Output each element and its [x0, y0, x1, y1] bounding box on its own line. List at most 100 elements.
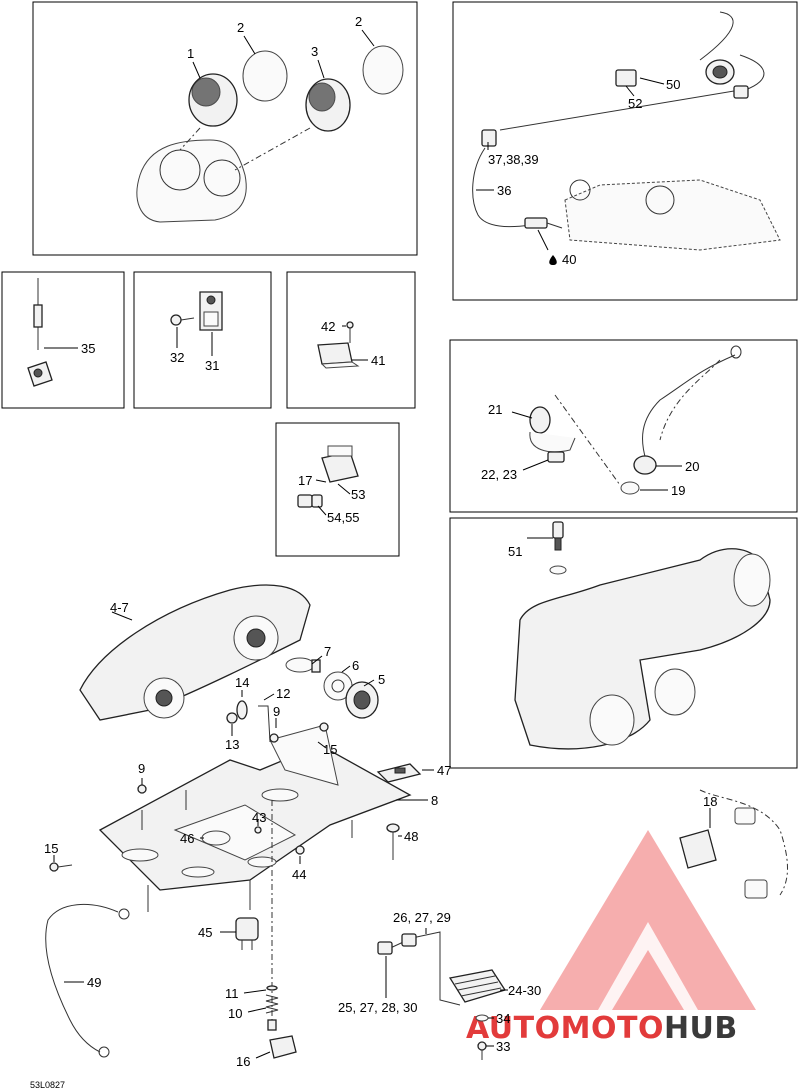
label-19: 19 [671, 483, 685, 498]
relay-41 [317, 342, 360, 369]
engine-block [564, 179, 781, 251]
label-42: 42 [321, 319, 335, 334]
gauge-cluster-housing [136, 139, 247, 223]
label-40: 40 [562, 252, 576, 267]
harness-36 [472, 11, 765, 228]
socket-45 [235, 917, 259, 950]
label-1: 1 [187, 46, 194, 61]
gauge-ring-2b [362, 45, 404, 95]
connector-50 [705, 59, 749, 99]
label-51: 51 [508, 544, 522, 559]
ring-19 [620, 481, 640, 495]
label-31: 31 [205, 358, 219, 373]
label-20: 20 [685, 459, 699, 474]
label-8: 8 [431, 793, 438, 808]
label-14: 14 [235, 675, 249, 690]
gauge-1 [188, 73, 238, 127]
label-9b: 9 [138, 761, 145, 776]
label-9a: 9 [273, 704, 280, 719]
panel-sensor [452, 1, 798, 301]
sensor-51 [549, 521, 567, 575]
label-47: 47 [437, 763, 451, 778]
label-32: 32 [170, 350, 184, 365]
headlight-housing [79, 584, 311, 721]
bolt-33 [477, 1041, 487, 1060]
label-4-7: 4-7 [110, 600, 129, 615]
automotohub-logo: AUTOMOTOHUB [466, 830, 756, 1046]
gauge-ring-2a [242, 50, 288, 102]
label-10: 10 [228, 1006, 242, 1021]
label-17: 17 [298, 473, 312, 488]
pad-47 [376, 763, 422, 783]
label-44: 44 [292, 867, 306, 882]
panel-cable [1, 271, 125, 409]
label-2b: 2 [355, 14, 362, 29]
panel-switch [275, 422, 400, 557]
label-25-27-28-30: 25, 27, 28, 30 [338, 1000, 418, 1015]
washer-11 [266, 985, 278, 991]
label-33: 33 [496, 1039, 510, 1054]
label-24-30: 24-30 [508, 983, 541, 998]
regulator-harness [377, 931, 461, 1006]
label-34: 34 [496, 1011, 510, 1026]
panel-airbox [449, 517, 798, 769]
plunger-16 [267, 1019, 297, 1059]
label-15a: 15 [323, 742, 337, 757]
label-2a: 2 [237, 20, 244, 35]
throttle-cable-35 [27, 278, 53, 387]
label-41: 41 [371, 353, 385, 368]
panel-gauges [32, 1, 418, 256]
cap-5 [345, 681, 379, 719]
label-13: 13 [225, 737, 239, 752]
label-50: 50 [666, 77, 680, 92]
label-15b: 15 [44, 841, 58, 856]
label-7: 7 [324, 644, 331, 659]
connector-37 [481, 129, 497, 147]
label-53: 53 [351, 487, 365, 502]
switch-21 [529, 406, 576, 463]
adjuster-14 [236, 700, 248, 720]
panel-tether [449, 339, 798, 513]
sub-bracket [173, 804, 297, 861]
screw-42 [346, 321, 354, 343]
label-45: 45 [198, 925, 212, 940]
label-43: 43 [252, 810, 266, 825]
label-26-27-29: 26, 27, 29 [393, 910, 451, 925]
label-12: 12 [276, 686, 290, 701]
screw-15b [49, 862, 73, 872]
screw-43 [254, 826, 262, 834]
regulator-24 [448, 969, 507, 1003]
clip-12 [258, 705, 271, 743]
grommet-46 [201, 830, 231, 846]
coil-cord-20 [633, 345, 742, 475]
switch-17 [321, 445, 359, 483]
label-21: 21 [488, 402, 502, 417]
label-11: 11 [225, 986, 239, 1001]
washer-34 [475, 1014, 489, 1022]
connector-54 [297, 494, 323, 508]
label-48: 48 [404, 829, 418, 844]
gauge-3 [305, 78, 351, 132]
panel-bracket [133, 271, 272, 409]
spring-10 [265, 994, 279, 1014]
label-16: 16 [236, 1054, 250, 1069]
label-6: 6 [352, 658, 359, 673]
nut-13 [226, 712, 238, 724]
label-18: 18 [703, 794, 717, 809]
label-5: 5 [378, 672, 385, 687]
bulb-7 [285, 657, 321, 673]
label-3: 3 [311, 44, 318, 59]
svg-text:AUTOMOTOHUB: AUTOMOTOHUB [466, 1011, 738, 1046]
label-46: 46 [180, 831, 194, 846]
bracket-31 [199, 291, 223, 331]
logo-word-hub: HUB [664, 1011, 738, 1046]
pin-48 [386, 823, 400, 860]
sensor-40 [524, 217, 563, 229]
label-22-23: 22, 23 [481, 467, 517, 482]
upright-bracket [269, 724, 339, 786]
label-54-55: 54,55 [327, 510, 360, 525]
screw-15a [319, 722, 329, 732]
panel-relay [286, 271, 416, 409]
label-35: 35 [81, 341, 95, 356]
